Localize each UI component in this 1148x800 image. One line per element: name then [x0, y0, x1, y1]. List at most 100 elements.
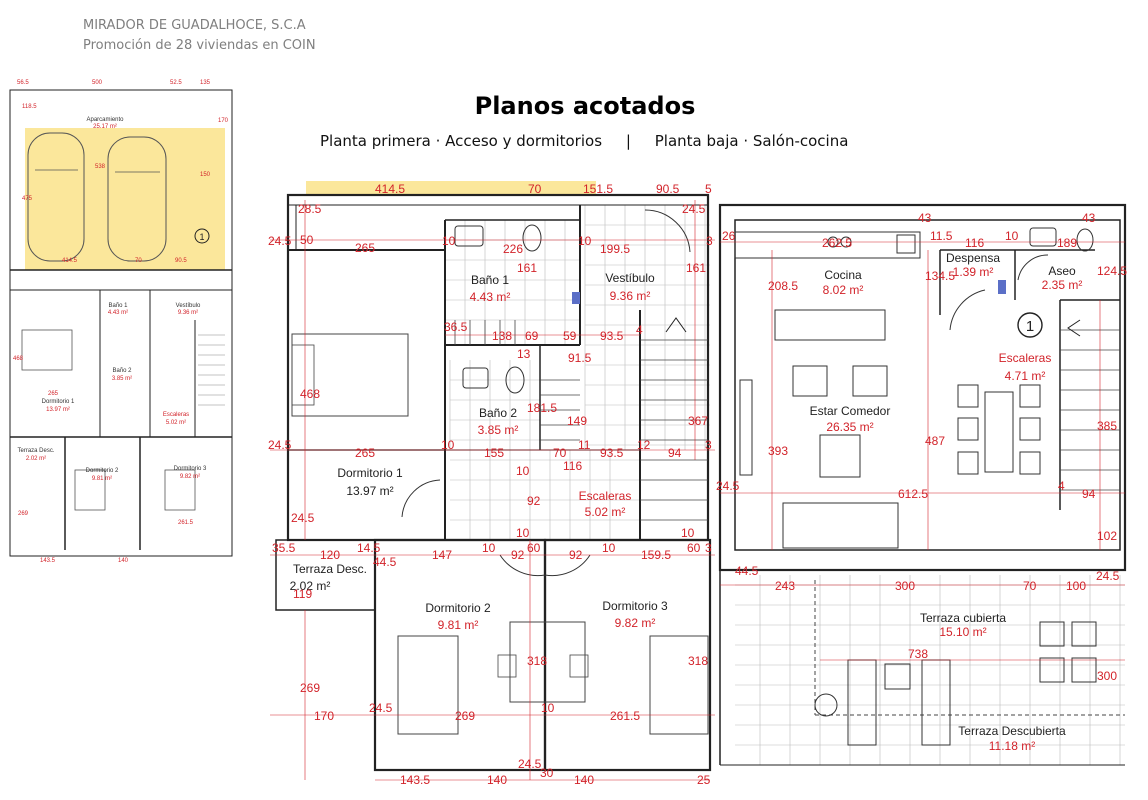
dim-label: 124.5 — [1097, 264, 1127, 278]
bed-icon — [649, 635, 709, 735]
room-name-terraza-cubierta: Terraza cubierta — [920, 611, 1006, 625]
dim-label: 59 — [563, 329, 577, 343]
dim-label: 24.5 — [291, 511, 315, 525]
dim-label: 91.5 — [568, 351, 592, 365]
dim-label: 393 — [768, 444, 788, 458]
subtitle-separator: | — [625, 132, 631, 150]
overview-dim: 70 — [135, 258, 142, 264]
overview-room-area: 2.02 m² — [26, 456, 46, 462]
overview-room-area: 9.36 m² — [178, 310, 198, 316]
dim-label: 116 — [563, 459, 582, 473]
dim-label: 159.5 — [641, 548, 671, 562]
dim-label: 10 — [1005, 229, 1019, 243]
door-swing — [1017, 254, 1049, 281]
sink-icon — [1029, 227, 1057, 247]
overview-room-area: 9.82 m² — [180, 474, 200, 480]
overview-room-area: 9.81 m² — [92, 476, 112, 482]
room-area-cocina: 8.02 m² — [823, 283, 864, 297]
dim-label: 35.5 — [272, 541, 296, 555]
overview-dim: 52.5 — [170, 80, 182, 86]
dim-label: 5 — [705, 182, 712, 196]
dim-label: 738 — [908, 647, 928, 661]
first-floor-dimensions: 414.5 70 151.5 90.5 5 28.5 24.5 50 265 1… — [268, 182, 713, 787]
dim-label: 155 — [484, 446, 504, 460]
room-name-terraza-descubierta: Terraza Descubierta — [958, 724, 1066, 738]
overview-room-name: Dormitorio 3 — [174, 466, 207, 472]
overview-room-name: Vestíbulo — [176, 303, 201, 309]
ground-floor-outline — [718, 203, 1127, 572]
overview-plan: 1 Aparcamiento 25.17 m² Baño 1 4.43 m² V… — [9, 80, 233, 564]
sofa-icon — [782, 502, 899, 549]
dim-label: 10 — [681, 526, 695, 540]
overview-room-area: 25.17 m² — [93, 124, 117, 130]
room-name-dorm3: Dormitorio 3 — [602, 599, 668, 613]
overview-room-name: Dormitorio 2 — [86, 468, 119, 474]
dim-label: 367 — [688, 414, 708, 428]
door-swing — [544, 554, 591, 577]
dim-label: 92 — [569, 548, 583, 562]
parking-fill — [25, 128, 225, 270]
dim-label: 70 — [1023, 579, 1037, 593]
overview-marker: 1 — [199, 232, 204, 242]
overview-dim: 140 — [118, 558, 129, 564]
dim-label: 11.5 — [930, 229, 953, 243]
overview-dim: 135 — [200, 80, 211, 86]
dim-label: 24.5 — [1096, 569, 1120, 583]
dim-label: 92 — [511, 548, 525, 562]
dim-label: 30 — [540, 766, 554, 780]
dim-label: 612.5 — [898, 487, 928, 501]
room-name-escaleras: Escaleras — [579, 489, 632, 503]
dim-label: 300 — [1097, 669, 1117, 683]
dim-label: 69 — [525, 329, 539, 343]
dim-label: 318 — [688, 654, 708, 668]
door-swing — [401, 479, 441, 518]
dim-label: 24.5 — [682, 202, 706, 216]
overview-dim: 90.5 — [175, 258, 187, 264]
dim-label: 208.5 — [768, 279, 798, 293]
dim-label: 12 — [637, 438, 651, 452]
room-name-vestibulo: Vestíbulo — [605, 271, 655, 285]
overview-room-name: Baño 2 — [112, 368, 132, 374]
dim-label: 36.5 — [444, 320, 468, 334]
toilet-icon — [505, 366, 525, 394]
dim-label: 269 — [300, 681, 320, 695]
dim-label: 94 — [1082, 487, 1096, 501]
armchair-icon — [792, 365, 828, 397]
overview-room-name: Baño 1 — [108, 303, 128, 309]
overview-dim: 500 — [92, 80, 103, 86]
toilet-icon — [522, 224, 542, 252]
dim-label: 414.5 — [375, 182, 405, 196]
dim-label: 44.5 — [373, 555, 397, 569]
dim-label: 487 — [925, 434, 945, 448]
coffee-table-icon — [819, 434, 861, 478]
room-area-estar: 26.35 m² — [826, 420, 873, 434]
tv-unit-icon — [739, 379, 753, 476]
room-name-escaleras-baja: Escaleras — [999, 351, 1052, 365]
dim-label: 92 — [527, 494, 541, 508]
dim-label: 100 — [1066, 579, 1086, 593]
door-swing — [644, 209, 691, 253]
dim-label: 120 — [320, 548, 340, 562]
room-name-bano1: Baño 1 — [471, 273, 509, 287]
room-area-bano1: 4.43 m² — [470, 290, 511, 304]
dim-label: 24.5 — [268, 234, 292, 248]
room-area-escaleras-baja: 4.71 m² — [1005, 369, 1046, 383]
dim-label: 243 — [775, 579, 795, 593]
subtitle-right: Planta baja · Salón-cocina — [654, 132, 849, 150]
company-name: MIRADOR DE GUADALHOCE, S.C.A — [83, 18, 306, 33]
room-area-terraza: 2.02 m² — [290, 579, 331, 593]
dim-label: 11 — [578, 438, 591, 452]
dim-label: 134.5 — [925, 269, 955, 283]
overview-room-name: Terraza Desc. — [17, 448, 54, 454]
overview-dim: 56.5 — [17, 80, 29, 86]
dim-label: 4 — [1058, 479, 1065, 493]
room-name-despensa: Despensa — [946, 251, 1000, 265]
dim-label: 70 — [553, 446, 567, 460]
toilet-icon — [1076, 228, 1094, 252]
dim-label: 151.5 — [583, 182, 613, 196]
subtitle-left: Planta primera · Acceso y dormitorios — [320, 132, 603, 150]
promotion-name: Promoción de 28 viviendas en COIN — [83, 38, 316, 53]
room-name-dorm2: Dormitorio 2 — [425, 601, 491, 615]
overview-room-area: 13.97 m² — [46, 407, 70, 413]
dim-label: 94 — [668, 446, 682, 460]
